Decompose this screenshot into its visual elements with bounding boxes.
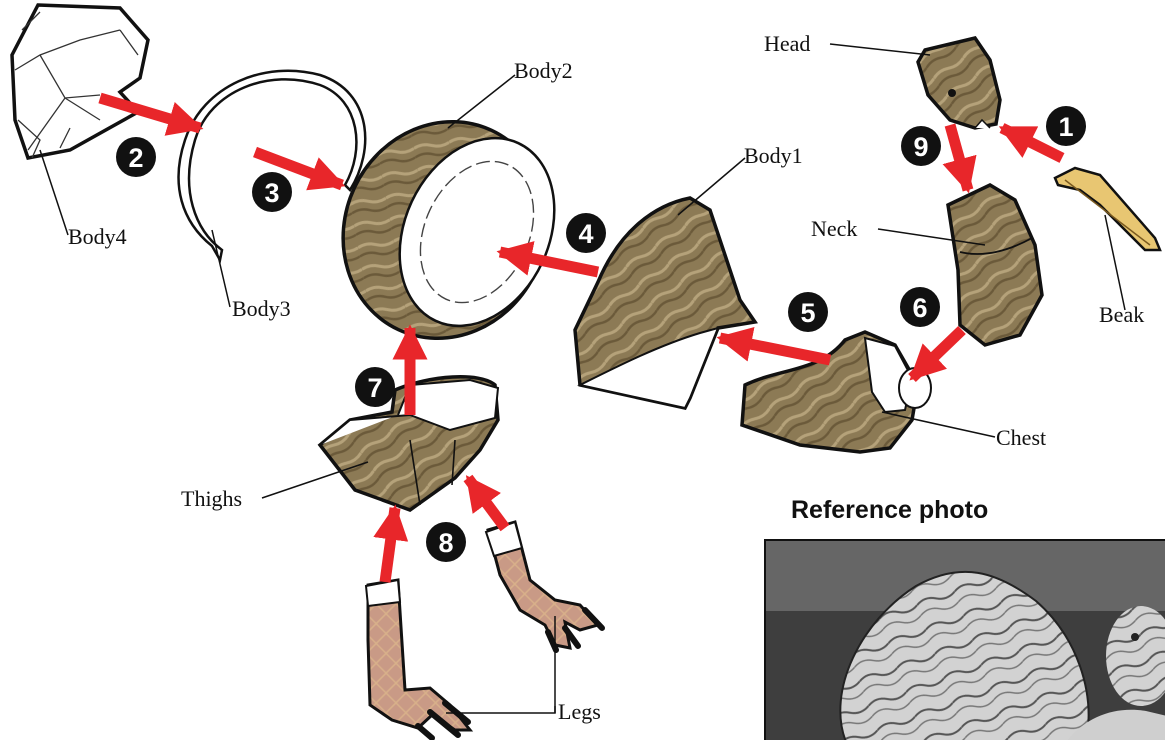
svg-text:2: 2	[128, 143, 143, 173]
arrow-5	[720, 338, 830, 360]
right-leg-part	[486, 522, 602, 650]
body2-part	[308, 88, 584, 372]
head-part	[918, 38, 1000, 128]
step-7-marker: 7	[355, 367, 395, 407]
label-head: Head	[764, 31, 810, 56]
head-eye	[948, 89, 956, 97]
svg-text:9: 9	[913, 132, 928, 162]
label-chest: Chest	[996, 425, 1046, 450]
step-3-marker: 3	[252, 172, 292, 212]
svg-text:6: 6	[912, 293, 927, 323]
label-body1: Body1	[744, 143, 803, 168]
step-2-marker: 2	[116, 137, 156, 177]
arrow-9	[950, 125, 968, 190]
step-5-marker: 5	[788, 292, 828, 332]
svg-text:3: 3	[264, 178, 279, 208]
label-neck: Neck	[811, 216, 857, 241]
svg-text:8: 8	[438, 528, 453, 558]
svg-text:1: 1	[1058, 112, 1073, 142]
arrow-6	[912, 330, 962, 378]
left-leg-part	[366, 580, 470, 738]
arrow-8a	[385, 508, 395, 582]
step-9-marker: 9	[901, 126, 941, 166]
step-8-marker: 8	[426, 522, 466, 562]
body3-part	[179, 71, 366, 260]
svg-text:7: 7	[367, 373, 382, 403]
reference-photo	[764, 539, 1165, 740]
label-beak: Beak	[1099, 302, 1144, 327]
label-body4: Body4	[68, 224, 127, 249]
reference-photo-image	[766, 541, 1165, 740]
arrow-8b	[468, 478, 505, 528]
step-1-marker: 1	[1046, 106, 1086, 146]
reference-photo-title: Reference photo	[791, 496, 988, 525]
svg-text:5: 5	[800, 298, 815, 328]
beak-part	[1055, 168, 1160, 250]
neck-part	[948, 185, 1042, 345]
step-4-marker: 4	[566, 213, 606, 253]
svg-text:4: 4	[578, 219, 593, 249]
label-legs: Legs	[558, 699, 601, 724]
label-body2: Body2	[514, 58, 573, 83]
label-thighs: Thighs	[181, 486, 242, 511]
label-body3: Body3	[232, 296, 291, 321]
body4-part	[12, 5, 148, 158]
step-6-marker: 6	[900, 287, 940, 327]
